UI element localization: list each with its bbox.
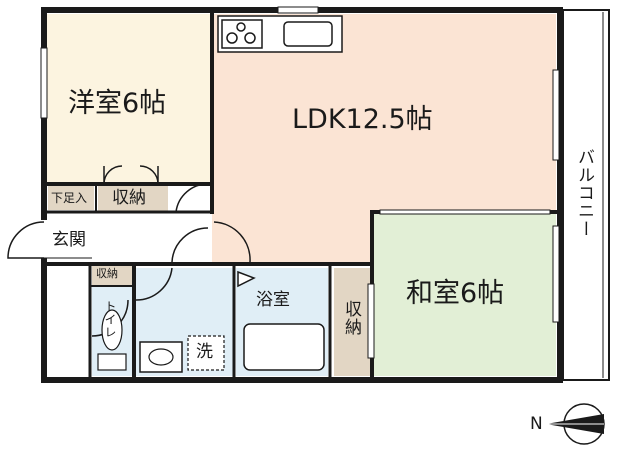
closet-japanese — [334, 268, 372, 376]
toilet-tank — [97, 353, 127, 371]
closet-western — [98, 184, 168, 212]
ldk-room-label: LDK12.5帖 — [292, 104, 433, 135]
doors — [91, 183, 256, 337]
entrance-label: 玄関 — [52, 230, 86, 250]
washer-label: 洗 — [196, 342, 213, 362]
compass-north-label: N — [530, 414, 543, 434]
entrance-door-swing — [7, 221, 45, 259]
shoe-box-label: 下足入 — [51, 191, 88, 205]
japanese-room — [374, 214, 556, 376]
closet-doors — [103, 165, 159, 185]
closet-japanese-label: 収納 — [341, 300, 361, 336]
bath-label: 浴室 — [256, 290, 290, 310]
bathtub — [243, 323, 325, 371]
entrance-door-gap — [40, 220, 48, 258]
western-room-label: 洋室6帖 — [68, 88, 167, 119]
shoe-box — [48, 186, 94, 210]
toilet-bowl — [101, 309, 123, 351]
basin-bowl — [148, 348, 174, 366]
western-room — [44, 14, 210, 184]
closet-entrance — [92, 264, 132, 286]
washer-space — [187, 335, 225, 371]
kitchen-counter — [217, 15, 343, 53]
japanese-room-label: 和室6帖 — [406, 278, 505, 309]
closet-entrance-label: 収納 — [96, 267, 118, 280]
windows — [40, 6, 560, 359]
compass — [546, 403, 605, 445]
closet-western-label: 収納 — [112, 188, 146, 208]
balcony-label: バルコニー — [574, 148, 594, 238]
toilet-label: トイレ — [103, 300, 117, 339]
